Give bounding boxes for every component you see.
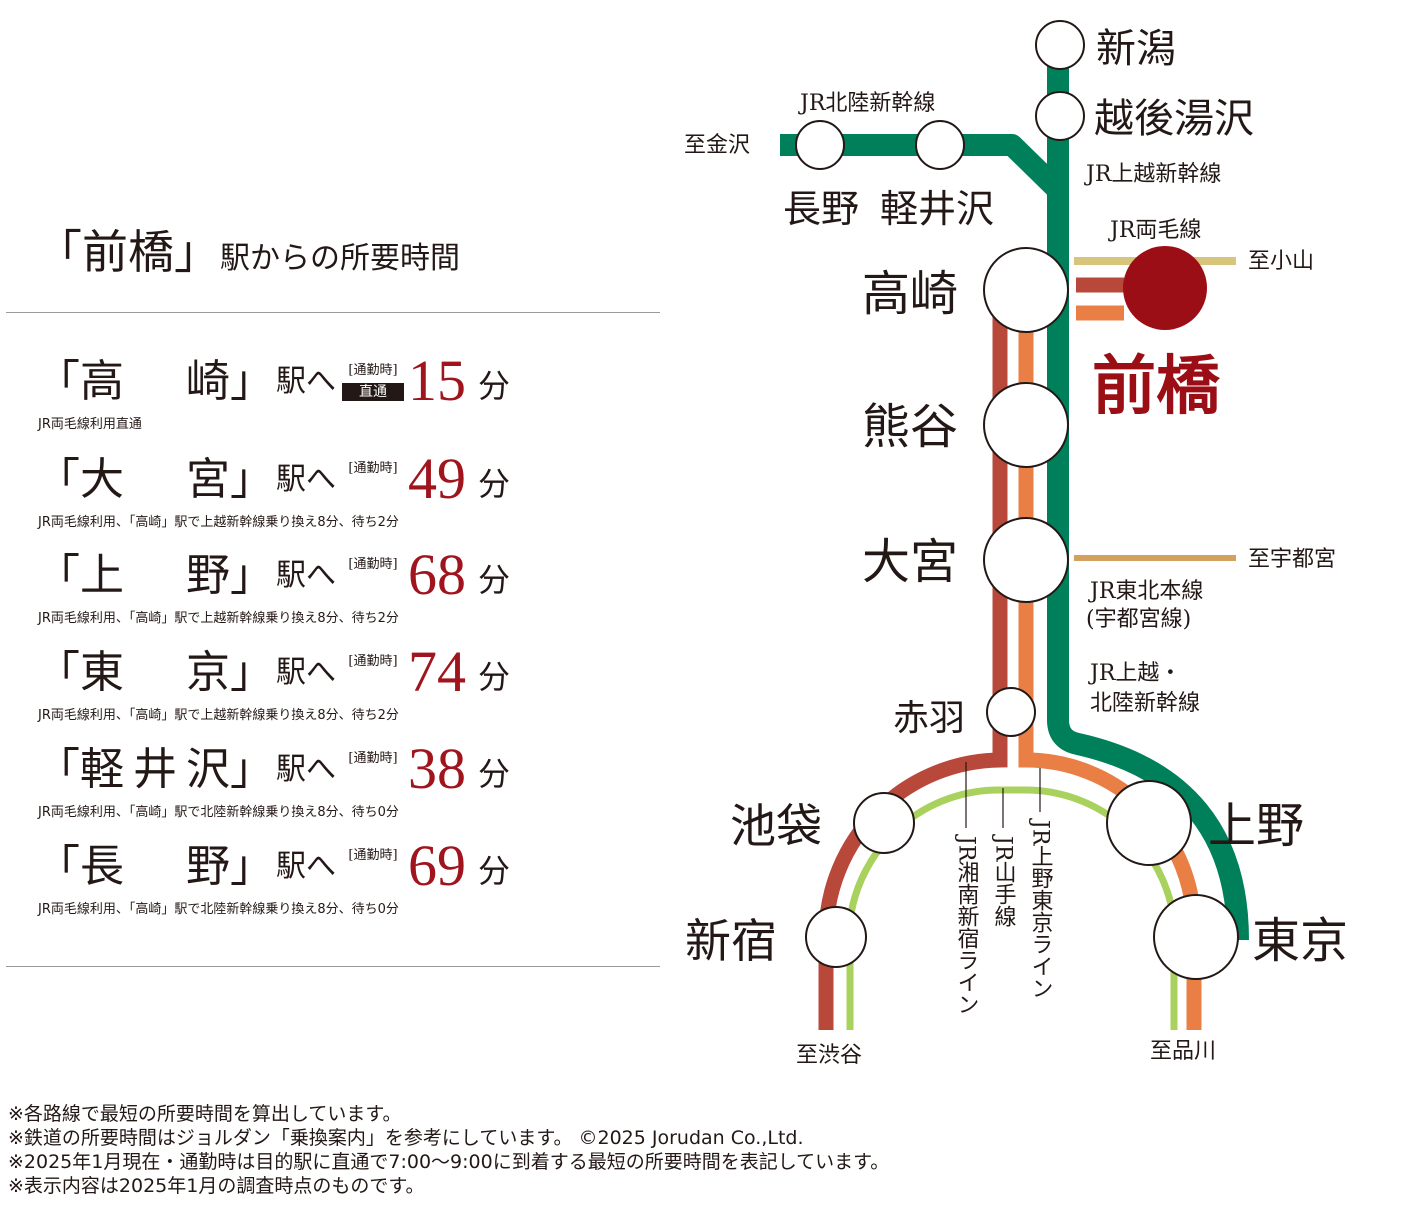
divider-top [6,312,660,313]
route-station-name: 軽井沢 [80,744,230,795]
route-karuizawa: 「軽井沢」駅へ [通勤時] 38 分 JR両毛線利用、「高崎」駅で北陸新幹線乗り… [36,736,511,820]
station-tokyo [1153,894,1239,980]
station-maebashi [1123,246,1207,330]
route-omiya: 「大宮」駅へ [通勤時] 49 分 JR両毛線利用、「高崎」駅で上越新幹線乗り換… [36,446,511,530]
station-label: 東京 [1252,913,1348,969]
commute-label: [通勤時] [348,654,398,669]
route-unit: 分 [478,465,511,503]
route-note: JR両毛線利用、「高崎」駅で北陸新幹線乗り換え8分、待ち0分 [38,902,399,917]
route-minutes: 49 [408,446,466,511]
route-unit: 分 [478,367,511,405]
footnotes: ※各路線で最短の所要時間を算出しています。 ※鉄道の所要時間はジョルダン「乗換案… [8,1102,889,1198]
route-minutes: 68 [408,542,466,607]
station-ikebukuro [853,792,915,854]
destination-label: 至品川 [1150,1039,1216,1064]
route-nagano: 「長野」駅へ [通勤時] 69 分 JR両毛線利用、「高崎」駅で北陸新幹線乗り換… [36,833,511,917]
footnote: ※鉄道の所要時間はジョルダン「乗換案内」を参考にしています。 ©2025 Jor… [8,1127,804,1149]
route-eki: 駅へ [276,655,336,690]
route-eki: 駅へ [276,462,336,497]
line-label-ueno-tokyo: JR上野東京ライン [1028,818,1054,999]
station-label: 新潟 [1096,26,1176,72]
station-shinjuku [805,906,867,968]
station-label: 赤羽 [893,698,965,739]
footnote: ※2025年1月現在・通勤時は目的駅に直通で7:00～9:00に到着する最短の所… [8,1151,890,1173]
station-takasaki [983,247,1069,333]
route-minutes: 69 [408,833,466,898]
station-echigo-yuzawa [1035,91,1085,141]
commute-label: [通勤時] [348,848,398,863]
route-ueno: 「上野」駅へ [通勤時] 68 分 JR両毛線利用、「高崎」駅で上越新幹線乗り換… [36,542,511,626]
station-label: 越後湯沢 [1094,96,1254,142]
panel-title-sub: 駅からの所要時間 [220,241,460,276]
route-note: JR両毛線利用、「高崎」駅で上越新幹線乗り換え8分、待ち2分 [38,515,399,530]
line-label-joetsu-hokuriku: JR上越・ [1088,661,1181,686]
route-unit: 分 [478,755,511,793]
route-unit: 分 [478,852,511,890]
route-map: 新潟 越後湯沢 長野 軽井沢 高崎 前橋 熊谷 大宮 赤羽 池袋 新宿 上野 東… [684,20,1348,1068]
route-eki: 駅へ [276,752,336,787]
destination-label: 至渋谷 [796,1043,862,1068]
route-minutes: 74 [408,639,466,704]
route-minutes: 38 [408,736,466,801]
route-takasaki: 「高崎」駅へ [通勤時]直通 15 分 JR両毛線利用直通 [36,348,511,432]
route-station-name: 高崎 [80,356,230,407]
route-station-name: 上野 [80,550,230,601]
station-label: 軽井沢 [880,187,994,231]
shinkansen-line [780,134,1249,941]
station-label: 上野 [1208,798,1304,854]
station-kumagaya [983,382,1069,468]
destination-label: 至金沢 [684,133,750,158]
route-unit: 分 [478,658,511,696]
station-label: 高崎 [862,266,958,322]
route-station-name: 長野 [80,841,230,892]
route-tokyo: 「東京」駅へ [通勤時] 74 分 JR両毛線利用、「高崎」駅で上越新幹線乗り換… [36,639,511,723]
line-label-tohoku: JR東北本線 [1088,579,1203,604]
line-label-joetsu: JR上越新幹線 [1084,162,1221,187]
panel-title-main: 「前橋」 [36,225,220,279]
route-note: JR両毛線利用、「高崎」駅で上越新幹線乗り換え8分、待ち2分 [38,611,399,626]
station-niigata [1035,20,1085,70]
route-station-name: 東京 [80,647,230,698]
panel-title: 「前橋」駅からの所要時間 [36,222,460,282]
line-label-hokuriku: JR北陸新幹線 [798,91,935,116]
station-label-maebashi: 前橋 [1092,349,1221,424]
commute-label: [通勤時] [348,363,398,378]
footnote: ※各路線で最短の所要時間を算出しています。 [8,1103,402,1125]
line-label-shonan: JR湘南新宿ライン [954,834,980,1015]
destination-label: 至小山 [1248,249,1314,274]
station-omiya [983,517,1069,603]
station-label: 大宮 [862,534,958,590]
route-eki: 駅へ [276,558,336,593]
route-minutes: 15 [408,348,466,413]
station-nagano [795,120,845,170]
line-label-ryomo: JR両毛線 [1108,218,1201,243]
route-unit: 分 [478,561,511,599]
route-note: JR両毛線利用、「高崎」駅で北陸新幹線乗り換え8分、待ち0分 [38,805,399,820]
footnote: ※表示内容は2025年1月の調査時点のものです。 [8,1175,425,1197]
line-label-tohoku-sub: (宇都宮線) [1086,607,1191,632]
station-ueno [1106,780,1192,866]
commute-label: [通勤時] [348,557,398,572]
route-note: JR両毛線利用直通 [38,417,142,432]
route-eki: 駅へ [276,364,336,399]
destination-label: 至宇都宮 [1248,547,1336,572]
station-label: 熊谷 [862,399,958,455]
route-station-name: 大宮 [80,454,230,505]
station-akabane [986,687,1036,737]
route-eki: 駅へ [276,849,336,884]
commute-label: [通勤時] [348,461,398,476]
route-note: JR両毛線利用、「高崎」駅で上越新幹線乗り換え8分、待ち2分 [38,708,399,723]
station-label: 長野 [783,187,859,231]
line-label-yamanote: JR山手線 [991,834,1017,928]
commute-label: [通勤時] [348,751,398,766]
line-label-joetsu-hokuriku-2: 北陸新幹線 [1090,691,1200,716]
station-karuizawa [915,120,965,170]
direct-badge: 直通 [342,383,404,401]
station-label: 新宿 [685,914,777,968]
station-label: 池袋 [730,799,822,853]
divider-bottom [6,966,660,967]
